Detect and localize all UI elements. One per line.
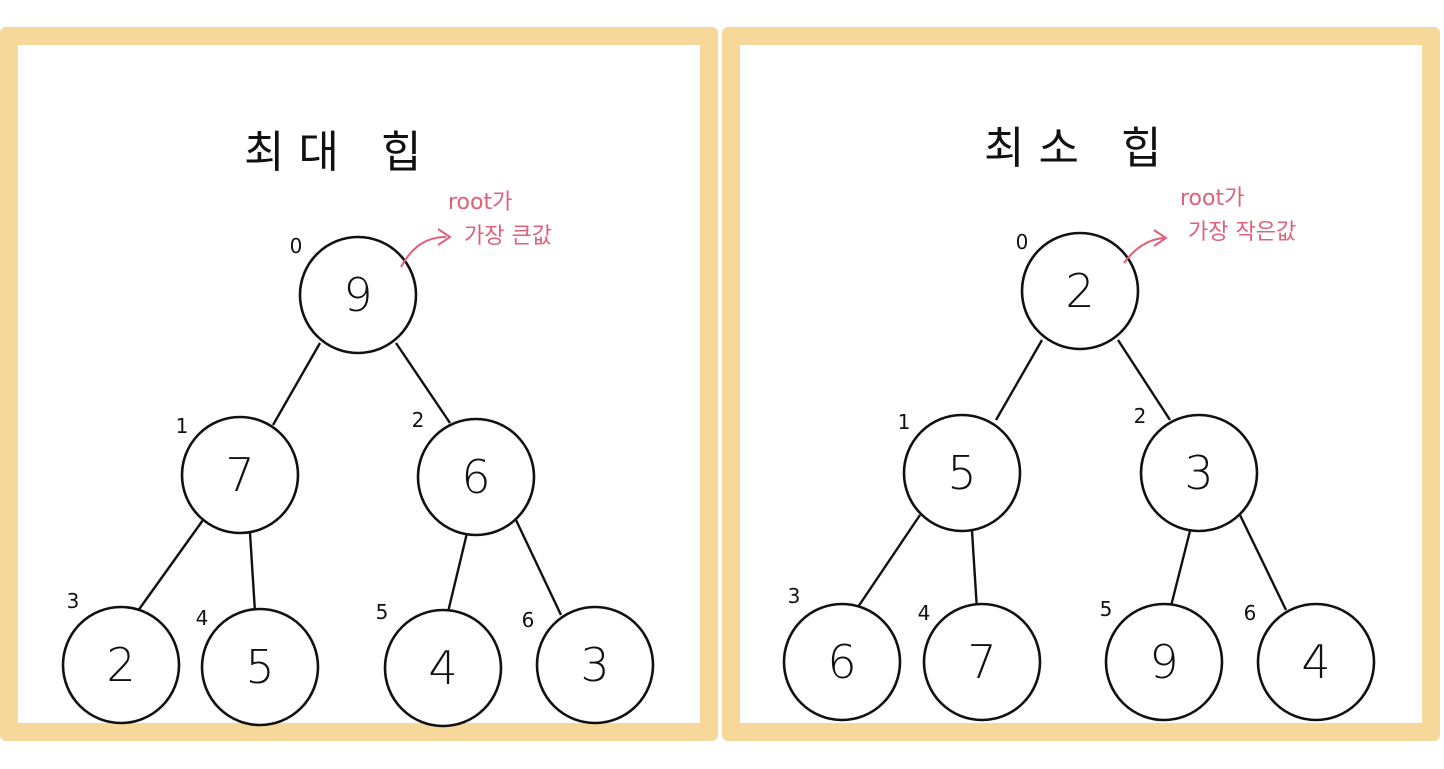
min-heap-root-note: root가 가장 작은값 [1123,186,1296,264]
node-index: 2 [412,408,425,432]
min-heap-node-2: 3 2 [1134,404,1259,533]
node-index: 5 [376,600,389,624]
min-heap-node-6: 4 6 [1244,601,1376,722]
edge-0-1 [994,339,1044,421]
node-circle [1020,231,1140,351]
max-heap-node-3: 2 3 [61,589,181,725]
node-value: 6 [827,635,856,689]
edge-2-5 [446,532,469,613]
edge-2-5 [1168,530,1192,611]
edge-2-6 [1238,514,1288,611]
edge-1-4 [248,532,257,613]
min-heap-node-5: 9 5 [1100,597,1224,722]
node-circle [782,602,902,722]
max-heap-diagram: 최대 힙 9 0 7 1 6 2 [61,127,655,728]
node-index: 1 [176,414,189,438]
node-index: 4 [196,606,209,630]
node-index: 3 [67,589,80,613]
note-line-2: 가장 작은값 [1188,220,1296,245]
node-circle [180,415,300,535]
min-heap-node-3: 6 3 [782,584,902,722]
max-heap-node-2: 6 2 [412,408,536,537]
note-line-2: 가장 큰값 [464,224,552,249]
node-circle [1139,413,1259,533]
edge-2-6 [514,519,563,616]
min-heap-title: 최소 힙 [984,123,1175,174]
arrow-head-icon [1153,229,1168,247]
min-heap-node-4: 7 4 [918,601,1042,722]
node-index: 2 [1134,404,1147,428]
node-circle [1256,602,1376,722]
edge-1-4 [970,530,979,611]
node-value: 9 [1149,635,1178,689]
note-line-1: root가 [448,190,512,215]
node-value: 2 [1065,264,1094,318]
max-heap-node-6: 3 6 [522,605,655,725]
node-value: 4 [1301,635,1330,689]
edge-1-3 [134,519,204,616]
max-heap-node-0: 9 0 [290,234,418,355]
node-value: 3 [1184,446,1213,500]
min-heap-node-0: 2 0 [1016,230,1140,351]
node-value: 7 [225,448,254,502]
node-circle [61,605,181,725]
min-heap-diagram: 최소 힙 2 0 5 1 3 2 [782,123,1376,722]
node-value: 4 [428,641,457,695]
note-line-1: root가 [1180,186,1244,211]
node-index: 4 [918,601,931,625]
node-index: 0 [1016,230,1029,254]
node-value: 2 [106,638,135,692]
node-index: 1 [898,410,911,434]
node-circle [298,235,418,355]
max-heap-node-5: 4 5 [376,600,503,728]
node-index: 5 [1100,597,1113,621]
node-value: 5 [947,446,976,500]
edge-0-2 [1116,339,1172,421]
max-heap-panel: 최대 힙 9 0 7 1 6 2 [0,27,718,741]
node-index: 6 [522,608,535,632]
node-circle [1104,602,1224,722]
node-value: 3 [580,638,609,692]
node-value: 9 [343,268,372,322]
node-circle [902,413,1022,533]
min-heap-panel: 최소 힙 2 0 5 1 3 2 [722,27,1440,741]
edge-0-1 [271,342,322,426]
node-index: 0 [290,234,303,258]
node-circle [535,605,655,725]
max-heap-title: 최대 힙 [244,127,435,178]
max-heap-node-4: 5 4 [196,606,320,727]
node-value: 6 [461,450,490,504]
max-heap-node-1: 7 1 [176,414,300,535]
note-arrow-line [400,236,447,268]
max-heap-root-note: root가 가장 큰값 [400,190,552,268]
node-index: 6 [1244,601,1257,625]
node-value: 7 [967,635,996,689]
edge-0-2 [395,342,451,424]
arrow-head-icon [437,228,452,246]
node-value: 5 [245,640,274,694]
note-arrow-line [1123,237,1165,264]
node-circle [416,417,536,537]
min-heap-node-1: 5 1 [898,410,1022,533]
node-index: 3 [788,584,801,608]
node-circle [383,608,503,728]
node-circle [922,602,1042,722]
edge-1-3 [857,514,921,608]
node-circle [200,607,320,727]
